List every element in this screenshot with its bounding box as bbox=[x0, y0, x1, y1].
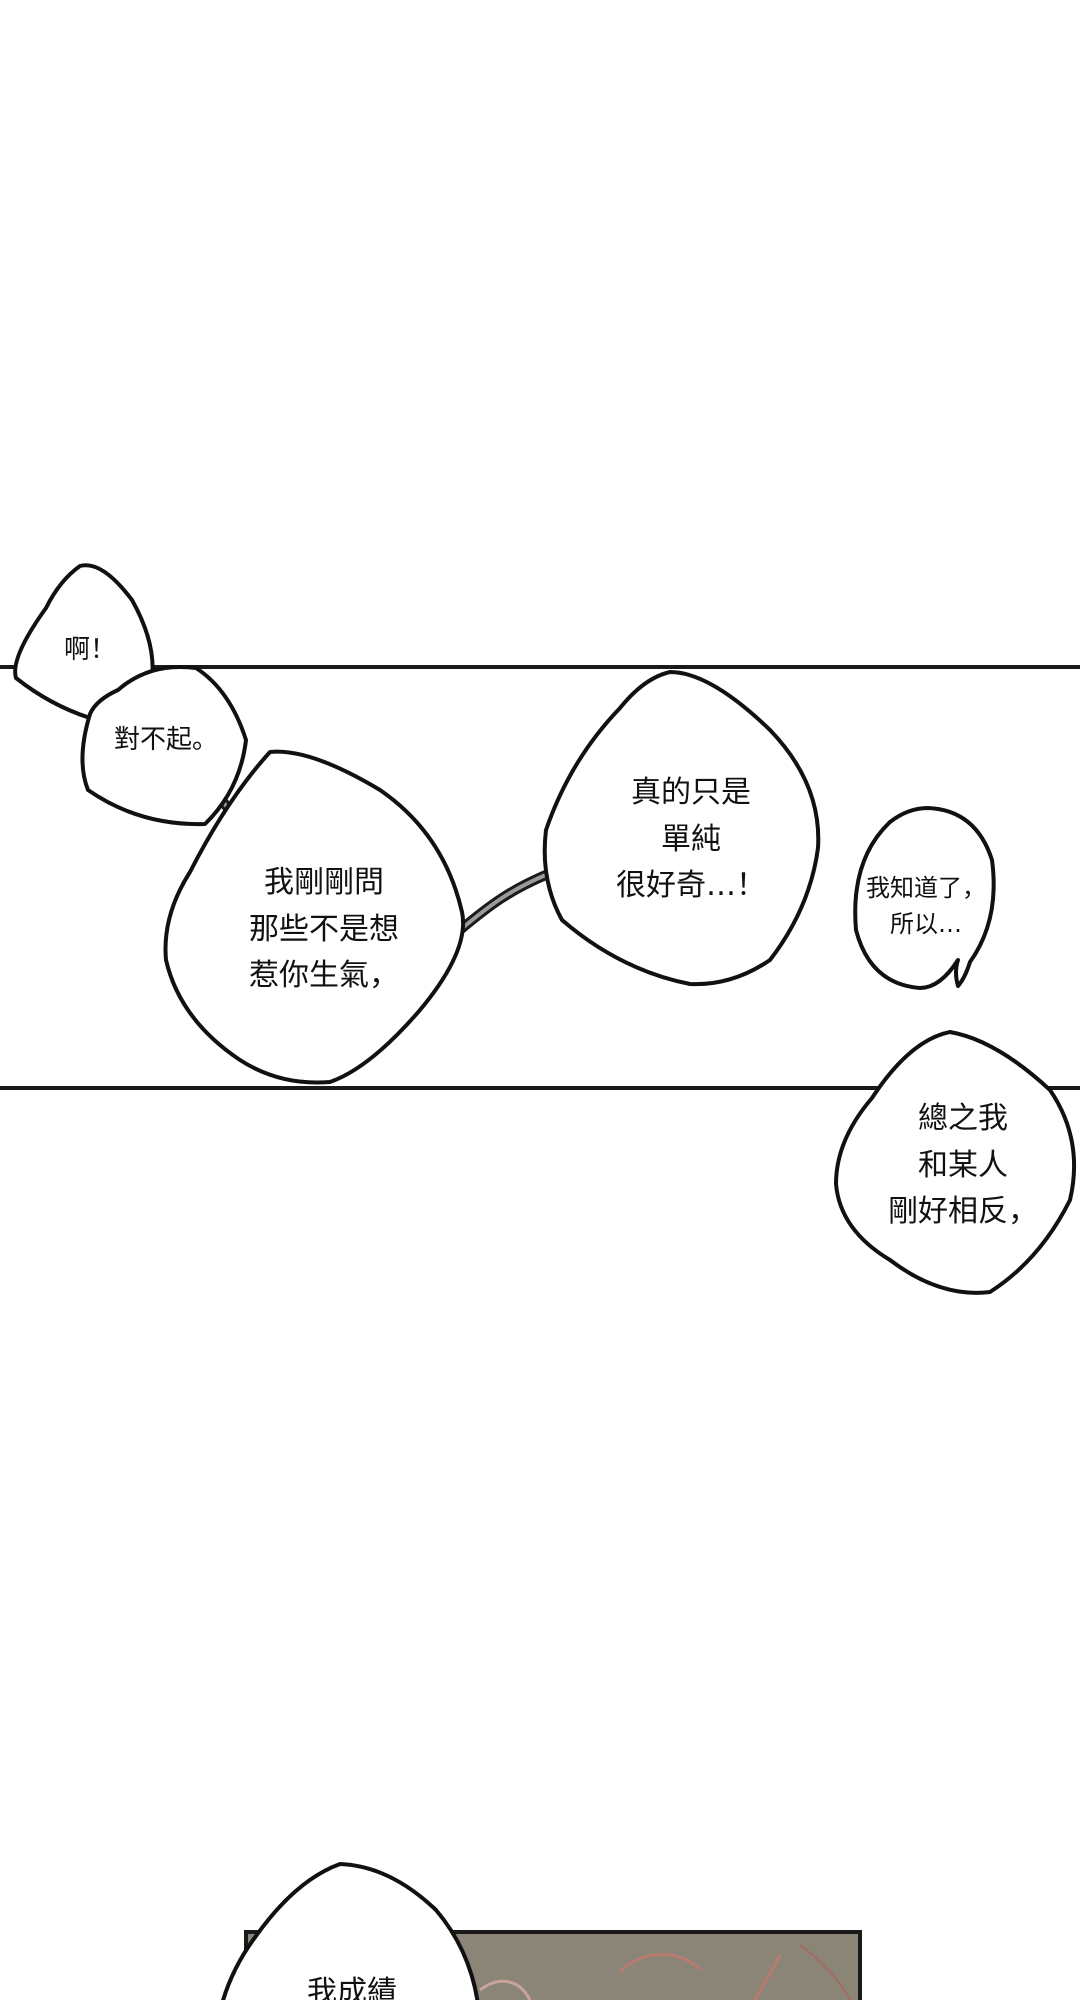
speech-bubble-sorry bbox=[80, 664, 248, 827]
bubble-text-ah: 啊！ bbox=[63, 635, 116, 665]
bubble-connector-question-curious-inner bbox=[458, 872, 549, 932]
bubble-text-grades: 我成績 bbox=[307, 1975, 397, 2000]
speech-bubble-grades bbox=[221, 1862, 480, 2000]
bubble-text-opposite: 總之我 和某人 剛好相反， bbox=[888, 1101, 1038, 1229]
bubble-text-know: 我知道了， 所以… bbox=[866, 874, 986, 938]
bubble-text-curious: 真的只是 單純 很好奇…！ bbox=[616, 775, 766, 903]
speech-bubble-question bbox=[163, 749, 465, 1085]
speech-bubble-know bbox=[853, 806, 996, 990]
speech-bubble-opposite bbox=[834, 1030, 1077, 1295]
bubble-text-sorry: 對不起。 bbox=[113, 725, 218, 755]
speech-bubble-curious bbox=[542, 670, 821, 987]
bubble-text-question: 我剛剛問 那些不是想 惹你生氣， bbox=[249, 865, 399, 993]
